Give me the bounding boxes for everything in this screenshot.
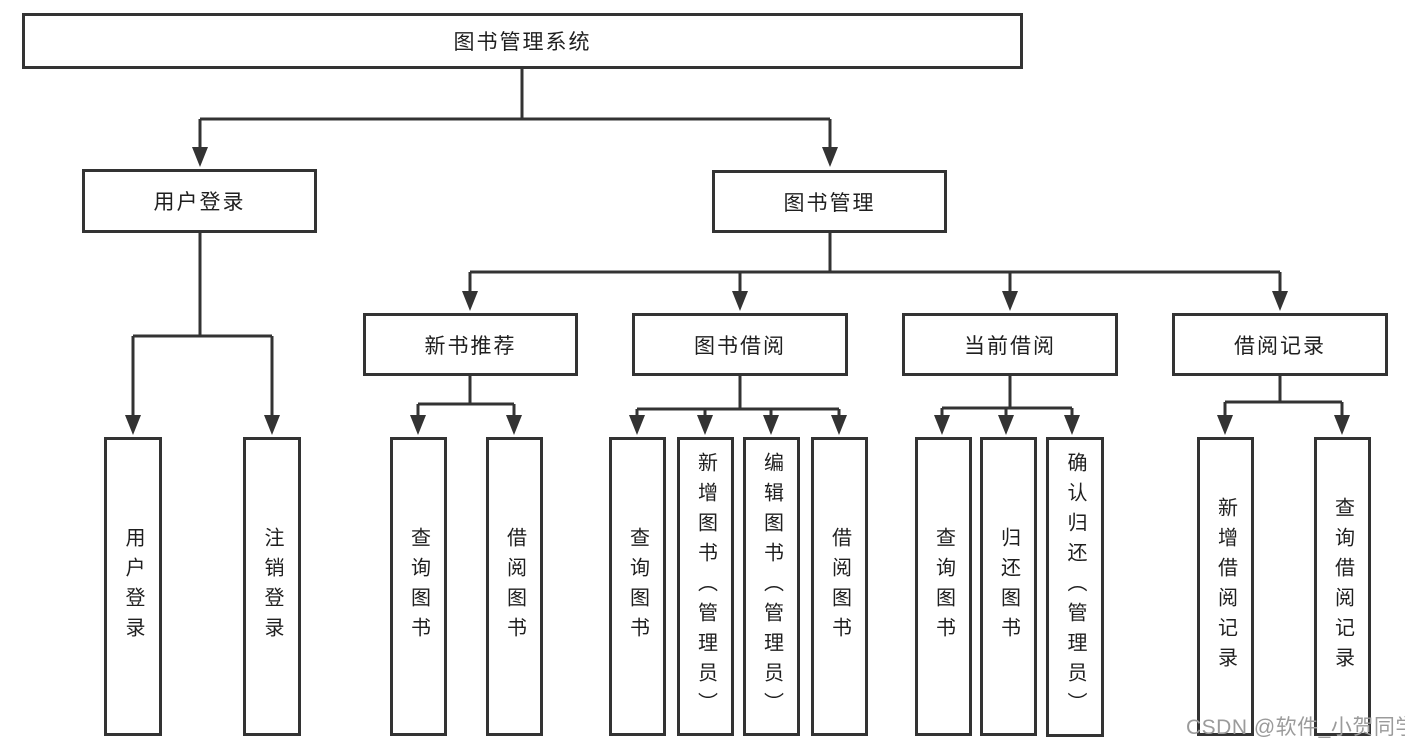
leaf-add-books-admin: 新增图书（管理员） — [677, 437, 734, 736]
leaf-logout: 注销登录 — [243, 437, 301, 736]
node-label: 图书管理 — [783, 191, 876, 215]
leaf-confirm-return-admin: 确认归还（管理员） — [1046, 437, 1104, 737]
node-current-borrowing: 当前借阅 — [902, 313, 1118, 376]
leaf-borrow-books-recommend: 借阅图书 — [486, 437, 543, 736]
leaf-search-books-recommend: 查询图书 — [390, 437, 447, 736]
node-label: 查询图书 — [626, 526, 649, 647]
node-label: 新增图书（管理员） — [694, 451, 717, 722]
node-label: 借阅图书 — [503, 526, 526, 647]
node-label: 用户登录 — [153, 191, 246, 214]
leaf-search-books-borrow: 查询图书 — [609, 437, 666, 736]
leaf-return-books: 归还图书 — [980, 437, 1037, 736]
leaf-search-books-current: 查询图书 — [915, 437, 972, 736]
arrowhead-icons — [125, 147, 1350, 435]
node-label: 用户登录 — [122, 526, 144, 647]
leaf-edit-books-admin: 编辑图书（管理员） — [743, 437, 800, 736]
node-label: 查询图书 — [932, 526, 955, 647]
node-label: 图书借阅 — [694, 334, 786, 358]
node-borrowing-records: 借阅记录 — [1172, 313, 1388, 376]
leaf-borrow-books: 借阅图书 — [811, 437, 868, 736]
leaf-user-login: 用户登录 — [104, 437, 162, 736]
node-label: 查询图书 — [407, 526, 430, 647]
node-label: 确认归还（管理员） — [1064, 452, 1086, 722]
node-label: 借阅图书 — [828, 526, 851, 647]
node-label: 当前借阅 — [964, 334, 1056, 358]
node-label: 归还图书 — [997, 526, 1020, 647]
node-label: 编辑图书（管理员） — [760, 451, 783, 722]
node-label: 注销登录 — [261, 526, 283, 647]
node-label: 图书管理系统 — [453, 31, 592, 54]
node-user-login: 用户登录 — [82, 169, 317, 233]
node-label: 新增借阅记录 — [1214, 496, 1237, 677]
leaf-add-borrow-record: 新增借阅记录 — [1197, 437, 1254, 736]
leaf-search-borrow-record: 查询借阅记录 — [1314, 437, 1371, 736]
node-new-book-recommendation: 新书推荐 — [363, 313, 578, 376]
csdn-watermark: CSDN @软件_小贺同学 — [1186, 716, 1405, 739]
node-label: 新书推荐 — [424, 334, 517, 358]
node-book-borrowing: 图书借阅 — [632, 313, 848, 376]
node-library-management-system: 图书管理系统 — [22, 13, 1023, 69]
node-label: 借阅记录 — [1234, 334, 1326, 358]
node-book-management: 图书管理 — [712, 170, 947, 233]
node-label: 查询借阅记录 — [1331, 496, 1354, 677]
